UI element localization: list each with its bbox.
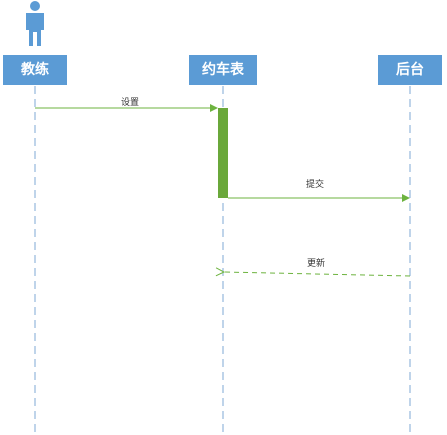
participant-coach-label: 教练 [21,61,49,78]
participant-backend: 后台 [378,55,442,85]
message-set: 设置 [35,97,218,112]
message-submit-label: 提交 [306,178,324,190]
participant-backend-label: 后台 [396,61,424,78]
message-update: 更新 [224,257,411,277]
participant-schedule-label: 约车表 [202,61,245,78]
message-update-label: 更新 [307,257,325,269]
activation-bar-schedule [218,108,228,198]
participant-schedule: 约车表 [189,55,257,85]
message-update-arrow [224,272,411,277]
message-submit: 提交 [228,178,410,202]
actor-icon [26,1,44,46]
message-set-label: 设置 [121,97,139,108]
participant-coach: 教练 [3,55,67,85]
